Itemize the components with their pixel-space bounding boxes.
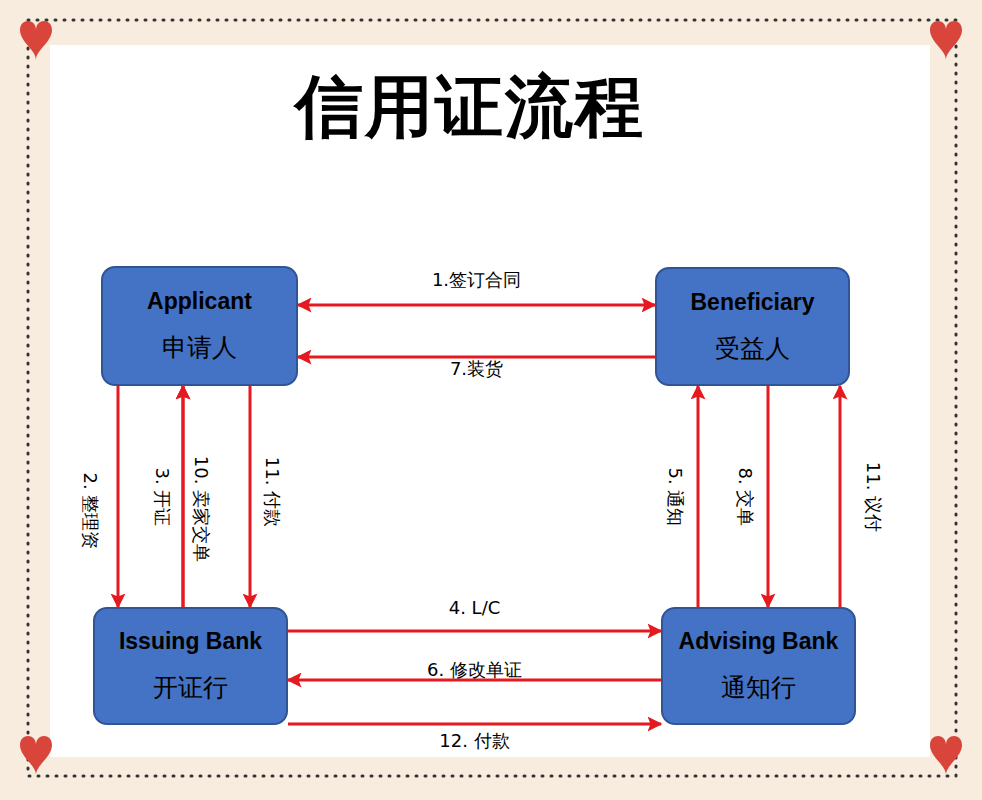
party-name: Applicant [147, 288, 252, 315]
flow-arrow [182, 386, 185, 607]
step-label: 5. 通知 [663, 467, 687, 526]
party-name-cn: 受益人 [715, 332, 790, 365]
party-name-cn: 开证行 [153, 671, 228, 704]
white-panel [50, 45, 930, 757]
heart-decoration [930, 21, 962, 60]
party-name: Advising Bank [679, 628, 839, 655]
party-name-cn: 申请人 [162, 331, 237, 364]
heart-decoration [930, 736, 962, 775]
step-label: 12. 付款 [439, 729, 509, 753]
step-label: 11. 付款 [260, 456, 284, 526]
party-box: Advising Bank 通知行 [661, 607, 856, 725]
dotted-frame [28, 20, 956, 776]
flow-arrow [697, 386, 700, 607]
flow-arrow [767, 386, 770, 607]
party-box: Beneficiary 受益人 [655, 267, 850, 386]
step-label: 4. L/C [449, 597, 501, 618]
party-box: Issuing Bank 开证行 [93, 607, 288, 725]
step-label: 3. 开证 [150, 467, 174, 526]
flow-arrow [839, 386, 842, 607]
step-label: 8. 交单 [733, 467, 757, 526]
step-label: 7.装货 [450, 357, 503, 381]
heart-decoration [20, 21, 52, 60]
party-name-cn: 通知行 [721, 671, 796, 704]
step-label: 10. 卖家交单 [189, 455, 213, 561]
diagram-title: 信用证流程 [50, 62, 890, 153]
party-box: Applicant 申请人 [101, 266, 298, 386]
step-label: 1.签订合同 [432, 268, 521, 292]
flow-arrow [117, 386, 120, 607]
flow-arrow [288, 630, 661, 633]
step-label: 6. 修改单证 [427, 658, 522, 682]
heart-decoration [20, 736, 52, 775]
step-label: 2. 整理资 [78, 472, 102, 549]
flow-arrow [182, 386, 185, 607]
flow-arrow [288, 723, 661, 726]
flow-arrow [249, 386, 252, 607]
step-label: 11. 议付 [861, 461, 885, 531]
party-name: Beneficiary [690, 289, 814, 316]
flow-arrow [298, 304, 655, 307]
party-name: Issuing Bank [119, 628, 262, 655]
